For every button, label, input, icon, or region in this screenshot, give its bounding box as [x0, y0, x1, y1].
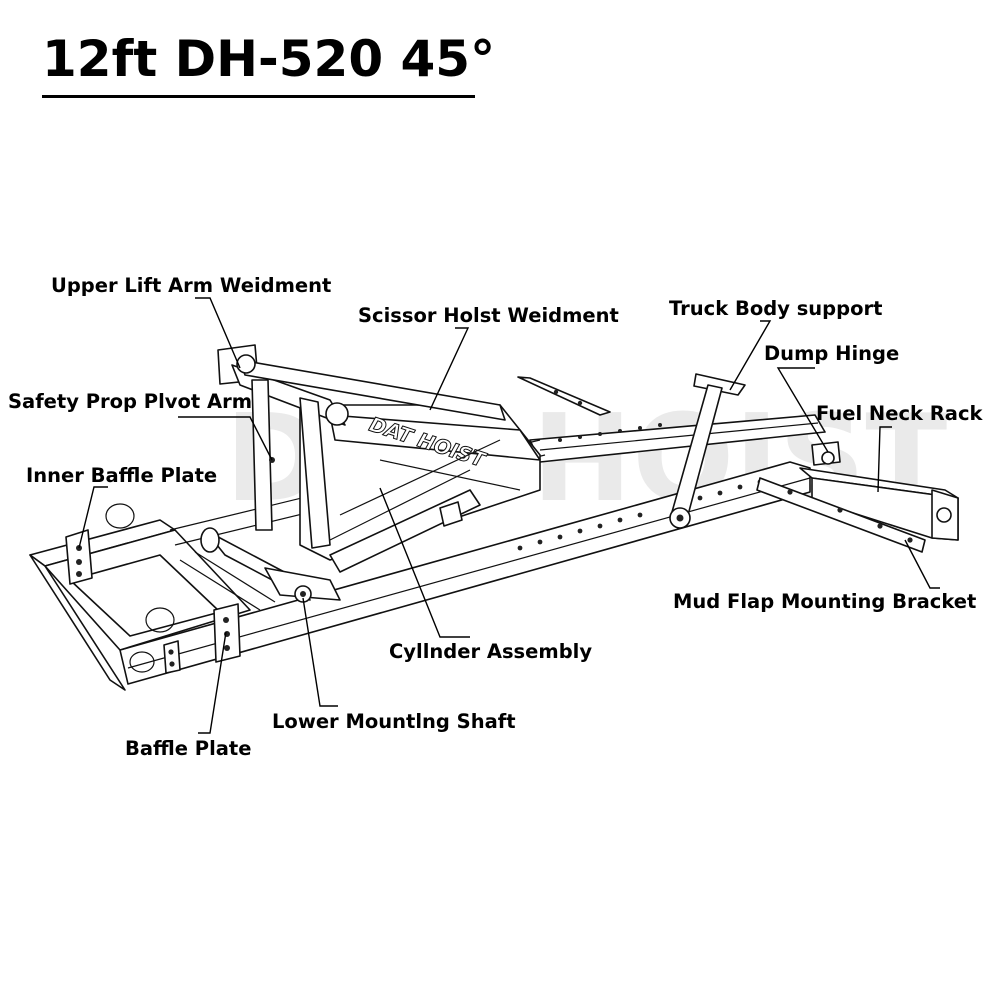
fuel-neck-rack-drawing: [799, 467, 959, 541]
label-cylinder: Cyllnder Assembly: [389, 640, 592, 663]
dump-hinge-drawing: [811, 441, 841, 466]
title-underline: [42, 95, 475, 98]
truck-body-support-drawing: [669, 373, 746, 529]
label-mud-flap: Mud Flap Mounting Bracket: [673, 590, 976, 613]
label-fuel-neck-rack: Fuel Neck Rack: [816, 402, 984, 425]
scissor-hoist-drawing: DAT HOIST: [299, 404, 541, 561]
label-truck-body-support: Truck Body support: [669, 297, 882, 320]
label-safety-prop: Safety Prop Plvot Arm: [8, 390, 252, 413]
label-upper-lift-arm: Upper Lift Arm Weidment: [51, 274, 331, 297]
label-inner-baffle: Inner Baffle Plate: [26, 464, 217, 487]
label-dump-hinge: Dump Hinge: [764, 342, 899, 365]
leader-lines: [78, 297, 940, 734]
lower-shaft-drawing: [200, 527, 341, 603]
inner-baffle-plate-drawing: [65, 529, 93, 585]
label-scissor-hoist: Scissor Holst Weidment: [358, 304, 619, 327]
cylinder-drawing: [329, 489, 481, 573]
baffle-plate-drawing: [163, 603, 241, 674]
label-lower-shaft: Lower Mountlng Shaft: [272, 710, 516, 733]
upper-lift-arm-drawing: [217, 344, 506, 549]
mud-flap-bracket-drawing: [517, 376, 926, 553]
label-baffle-plate: Baffle Plate: [125, 737, 251, 760]
diagram-title: 12ft DH-520 45°: [42, 30, 496, 88]
